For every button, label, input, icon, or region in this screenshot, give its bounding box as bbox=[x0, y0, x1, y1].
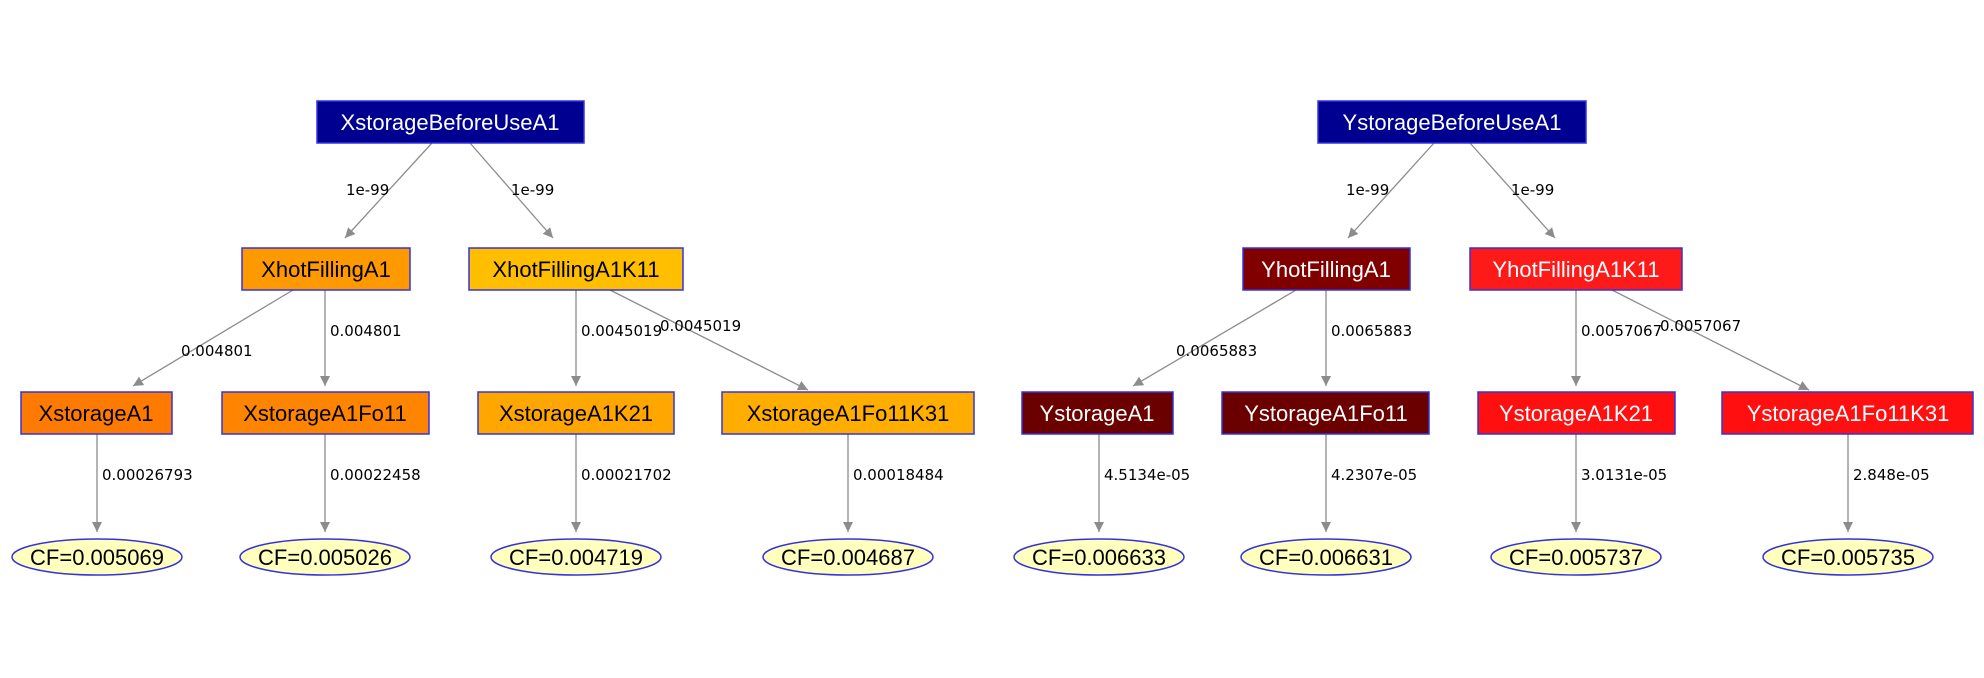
node-y-hot2[interactable]: YhotFillingA1K11 bbox=[1469, 247, 1683, 291]
node-y-s3-label: YstorageA1K21 bbox=[1499, 401, 1653, 426]
node-y-s1[interactable]: YstorageA1 bbox=[1021, 391, 1174, 435]
node-y-cf4[interactable]: CF=0.005735 bbox=[1762, 538, 1934, 576]
node-x-cf1[interactable]: CF=0.005069 bbox=[11, 538, 183, 576]
node-x-cf4[interactable]: CF=0.004687 bbox=[762, 538, 934, 576]
edge-label-x-s4-cf4: 0.00018484 bbox=[853, 466, 944, 484]
node-y-s1-label: YstorageA1 bbox=[1040, 401, 1155, 426]
edge-x-root-hot2 bbox=[469, 142, 554, 239]
node-y-hot1[interactable]: YhotFillingA1 bbox=[1242, 247, 1411, 291]
edge-x-hot1-s1 bbox=[132, 289, 294, 387]
edge-label-y-s2-cf2: 4.2307e-05 bbox=[1331, 466, 1417, 484]
node-x-cf3[interactable]: CF=0.004719 bbox=[490, 538, 662, 576]
edge-label-x-hot1-s1: 0.004801 bbox=[181, 342, 253, 360]
edge-x-hot2-s4 bbox=[609, 289, 809, 391]
node-x-s1[interactable]: XstorageA1 bbox=[20, 391, 173, 435]
node-y-hot2-label: YhotFillingA1K11 bbox=[1492, 257, 1659, 282]
node-x-root[interactable]: XstorageBeforeUseA1 bbox=[316, 100, 585, 144]
node-y-cf4-label: CF=0.005735 bbox=[1781, 545, 1915, 570]
node-y-root-label: YstorageBeforeUseA1 bbox=[1343, 110, 1562, 135]
edge-label-y-root-hot2: 1e-99 bbox=[1511, 181, 1554, 199]
node-x-cf4-label: CF=0.004687 bbox=[781, 545, 915, 570]
node-x-s3-label: XstorageA1K21 bbox=[499, 401, 653, 426]
edge-label-y-hot2-s3: 0.0057067 bbox=[1581, 322, 1662, 340]
edge-x-root-hot1 bbox=[344, 142, 433, 239]
edge-label-y-hot2-s4: 0.0057067 bbox=[1660, 317, 1741, 335]
node-x-hot2-label: XhotFillingA1K11 bbox=[492, 257, 659, 282]
node-x-cf3-label: CF=0.004719 bbox=[509, 545, 643, 570]
node-x-s4-label: XstorageA1Fo11K31 bbox=[747, 401, 950, 426]
node-x-cf2-label: CF=0.005026 bbox=[258, 545, 392, 570]
y-edge-labels: 1e-99 1e-99 0.0065883 0.0065883 0.005706… bbox=[1104, 181, 1930, 484]
node-x-hot2[interactable]: XhotFillingA1K11 bbox=[468, 247, 684, 291]
edge-label-y-hot1-s1: 0.0065883 bbox=[1176, 342, 1257, 360]
node-y-s2-label: YstorageA1Fo11 bbox=[1244, 401, 1407, 426]
node-y-cf2-label: CF=0.006631 bbox=[1259, 545, 1393, 570]
edge-label-y-s1-cf1: 4.5134e-05 bbox=[1104, 466, 1190, 484]
edge-label-x-root-hot2: 1e-99 bbox=[511, 181, 554, 199]
node-x-s4[interactable]: XstorageA1Fo11K31 bbox=[721, 391, 975, 435]
edge-label-y-s3-cf3: 3.0131e-05 bbox=[1581, 466, 1667, 484]
edge-label-y-hot1-s2: 0.0065883 bbox=[1331, 322, 1412, 340]
node-y-s2[interactable]: YstorageA1Fo11 bbox=[1221, 391, 1430, 435]
edge-label-y-s4-cf4: 2.848e-05 bbox=[1853, 466, 1930, 484]
edge-label-x-hot2-s3: 0.0045019 bbox=[581, 322, 662, 340]
node-y-cf1-label: CF=0.006633 bbox=[1032, 545, 1166, 570]
x-edges bbox=[92, 142, 853, 532]
node-x-hot1-label: XhotFillingA1 bbox=[261, 257, 391, 282]
node-y-cf3-label: CF=0.005737 bbox=[1509, 545, 1643, 570]
node-x-hot1[interactable]: XhotFillingA1 bbox=[241, 247, 411, 291]
node-y-hot1-label: YhotFillingA1 bbox=[1261, 257, 1391, 282]
node-y-cf2[interactable]: CF=0.006631 bbox=[1240, 538, 1412, 576]
x-edge-labels: 1e-99 1e-99 0.004801 0.004801 0.0045019 … bbox=[102, 181, 944, 484]
edge-label-x-s3-cf3: 0.00021702 bbox=[581, 466, 672, 484]
edge-label-x-hot1-s2: 0.004801 bbox=[330, 322, 402, 340]
node-y-s4-label: YstorageA1Fo11K31 bbox=[1747, 401, 1950, 426]
edge-label-x-root-hot1: 1e-99 bbox=[346, 181, 389, 199]
edge-y-hot1-s1 bbox=[1132, 289, 1297, 387]
node-y-cf1[interactable]: CF=0.006633 bbox=[1013, 538, 1185, 576]
edge-label-x-s2-cf2: 0.00022458 bbox=[330, 466, 421, 484]
node-x-s2-label: XstorageA1Fo11 bbox=[243, 401, 406, 426]
edge-label-x-hot2-s4: 0.0045019 bbox=[660, 317, 741, 335]
y-edges bbox=[1094, 142, 1853, 532]
node-y-root[interactable]: YstorageBeforeUseA1 bbox=[1317, 100, 1587, 144]
edge-y-hot2-s4 bbox=[1611, 289, 1810, 391]
node-y-s4[interactable]: YstorageA1Fo11K31 bbox=[1721, 391, 1974, 435]
node-y-s3[interactable]: YstorageA1K21 bbox=[1477, 391, 1676, 435]
node-x-cf2[interactable]: CF=0.005026 bbox=[239, 538, 411, 576]
y-tree: 1e-99 1e-99 0.0065883 0.0065883 0.005706… bbox=[1013, 100, 1974, 576]
node-x-s3[interactable]: XstorageA1K21 bbox=[477, 391, 675, 435]
node-x-s1-label: XstorageA1 bbox=[39, 401, 154, 426]
node-x-root-label: XstorageBeforeUseA1 bbox=[341, 110, 560, 135]
node-x-s2[interactable]: XstorageA1Fo11 bbox=[221, 391, 430, 435]
node-y-cf3[interactable]: CF=0.005737 bbox=[1490, 538, 1662, 576]
edge-y-root-hot2 bbox=[1469, 142, 1556, 239]
edge-label-y-root-hot1: 1e-99 bbox=[1346, 181, 1389, 199]
x-tree: 1e-99 1e-99 0.004801 0.004801 0.0045019 … bbox=[11, 100, 975, 576]
edge-y-root-hot1 bbox=[1347, 142, 1435, 239]
node-x-cf1-label: CF=0.005069 bbox=[30, 545, 164, 570]
edge-label-x-s1-cf1: 0.00026793 bbox=[102, 466, 193, 484]
